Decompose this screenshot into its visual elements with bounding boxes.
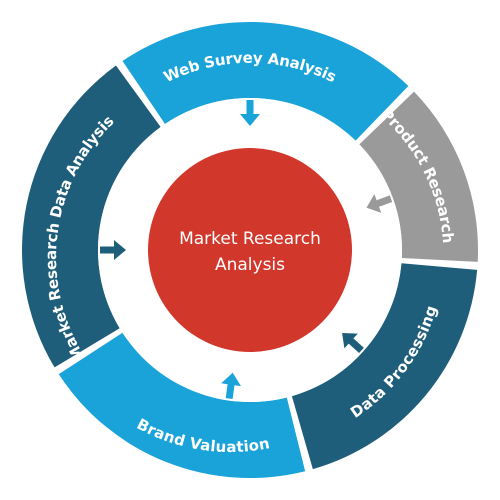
arrows (100, 100, 393, 399)
center-circle (148, 148, 352, 352)
segment-product-research (359, 91, 478, 262)
segment-data-processing (291, 263, 478, 470)
arrow-icon (342, 333, 364, 353)
segment-market-research-data-analysis (21, 65, 161, 368)
center-title-line2: Analysis (215, 255, 285, 275)
segment-brand-valuation (58, 332, 306, 478)
arrow-icon (100, 240, 126, 260)
arrow-icon (221, 372, 241, 399)
ring-segments (21, 21, 478, 478)
segment-web-survey-analysis (122, 21, 409, 141)
center-title-line1: Market Research (179, 229, 321, 249)
arrow-icon (366, 194, 393, 213)
arrow-icon (240, 100, 260, 126)
